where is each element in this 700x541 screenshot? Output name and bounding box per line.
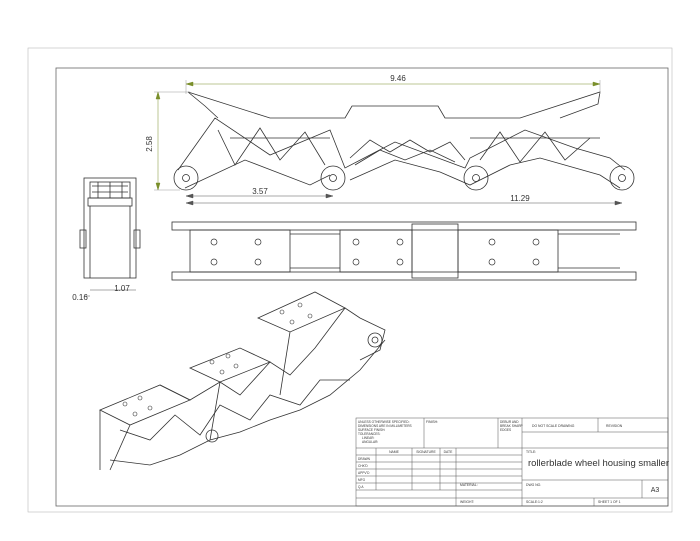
dim-label-side-offset: 0.16 xyxy=(72,293,88,302)
front-view xyxy=(173,91,635,191)
note-line: DIMENSIONS ARE IN MILLIMETERS xyxy=(358,424,412,428)
isometric-bolt-holes xyxy=(122,302,313,417)
note-line: TOLERANCES: xyxy=(358,432,381,436)
dim-label-side-width: 1.07 xyxy=(114,284,130,293)
deburr-note-line: BREAK SHARP xyxy=(500,424,523,428)
weight-label: WEIGHT: xyxy=(460,500,474,504)
top-view-bolt-holes xyxy=(210,238,540,266)
scale-label: SCALE:1:2 xyxy=(526,500,543,504)
sheet-size: A3 xyxy=(651,487,660,494)
material-label: MATERIAL: xyxy=(460,483,478,487)
note-line: SURFACE FINISH: xyxy=(358,428,385,432)
revision-label: REVISION xyxy=(606,424,623,428)
sheet-number: SHEET 1 OF 1 xyxy=(598,500,621,504)
side-view xyxy=(79,177,141,279)
note-line: LINEAR: xyxy=(362,436,375,440)
dim-label-overall-length: 9.46 xyxy=(390,74,406,83)
col-date-header: DATE xyxy=(444,450,454,454)
dimension-axle-span xyxy=(185,200,623,206)
dim-label-axle-offset: 3.57 xyxy=(252,187,268,196)
drawing-title: rollerblade wheel housing smaller xyxy=(528,458,669,469)
isometric-view xyxy=(99,291,386,471)
sheet-outer-border xyxy=(27,47,673,513)
col-signature-header: SIGNATURE xyxy=(416,450,436,454)
dwg-no-label: DWG NO. xyxy=(526,483,541,487)
dimension-height xyxy=(154,91,190,191)
note-line: UNLESS OTHERWISE SPECIFIED: xyxy=(358,420,410,424)
title-label: TITLE: xyxy=(526,450,536,454)
row-approved: APPV'D xyxy=(358,471,370,475)
finish-label: FINISH: xyxy=(426,420,438,424)
row-qa: Q.A xyxy=(358,485,364,489)
row-drawn: DRAWN xyxy=(358,457,371,461)
title-block-general-notes: UNLESS OTHERWISE SPECIFIED: DIMENSIONS A… xyxy=(358,420,412,444)
col-name-header: NAME xyxy=(389,450,400,454)
deburr-note-line: EDGES xyxy=(500,428,511,432)
row-checked: CHK'D xyxy=(358,464,368,468)
row-mfg: MFG xyxy=(358,478,366,482)
dimension-overall-length xyxy=(185,80,601,94)
dim-label-axle-span: 11.29 xyxy=(510,194,530,203)
top-view xyxy=(171,221,637,281)
dimension-side-width xyxy=(84,289,136,297)
do-not-scale-note: DO NOT SCALE DRAWING xyxy=(532,424,575,428)
note-line: ANGULAR: xyxy=(362,440,378,444)
dim-label-height: 2.58 xyxy=(145,136,154,152)
dimension-axle-offset xyxy=(185,193,334,199)
title-block xyxy=(355,417,669,507)
deburr-note-line: DEBUR AND xyxy=(500,420,519,424)
